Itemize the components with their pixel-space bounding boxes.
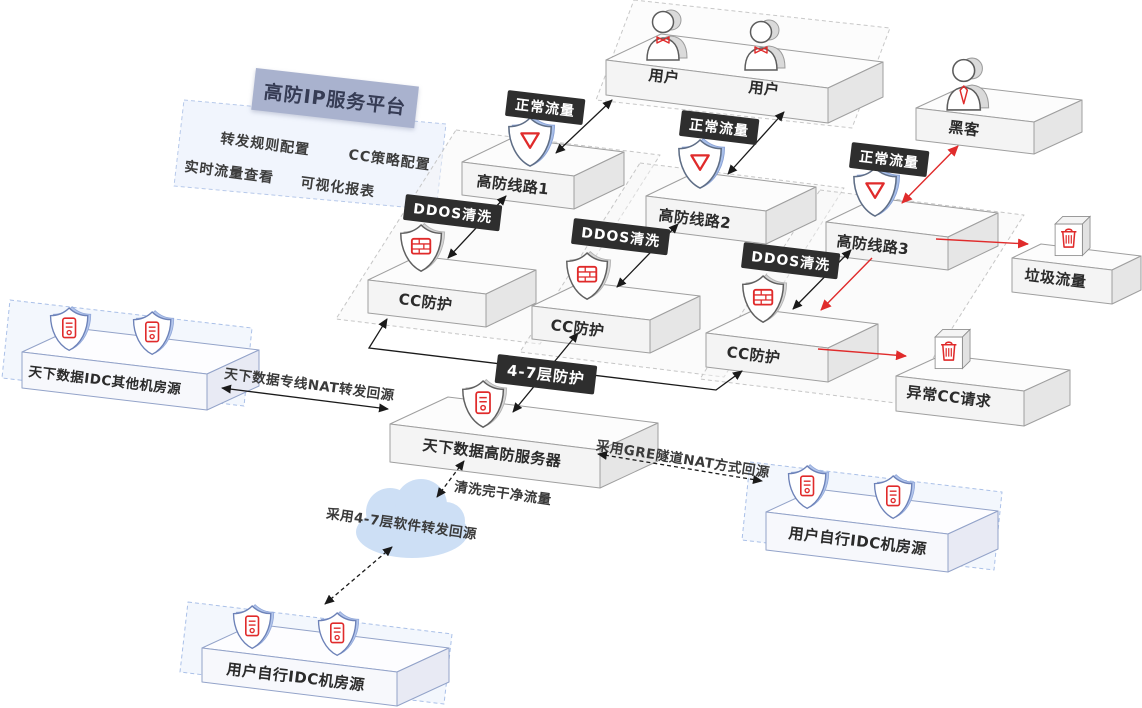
hacker-platform <box>915 85 1083 155</box>
arrow-cc3-abnormal <box>817 348 907 361</box>
arrow-users-line1 <box>555 99 613 154</box>
node-hacker-label: 黑客 <box>947 117 981 140</box>
node-users-label-a: 用户 <box>647 65 681 88</box>
arrow-idcleft-server <box>221 384 389 413</box>
trash-box-icon <box>1054 215 1091 257</box>
arrow-line3-cc3 <box>792 249 852 310</box>
arrow-line3-garbage <box>935 238 1029 249</box>
node-users-label-b: 用户 <box>747 77 781 100</box>
arrow-cloud-idcbottom <box>324 546 393 605</box>
cloud-icon <box>356 479 468 558</box>
idc-right-platform <box>765 488 999 573</box>
cc1-platform <box>367 255 537 328</box>
arrow-server-cloud <box>436 460 465 498</box>
platform-slabs <box>21 33 1142 707</box>
icons-layer <box>49 9 1091 657</box>
person-hacker-icon <box>946 57 990 111</box>
arrow-line3-cc3-red <box>820 257 873 311</box>
panel-title: 高防IP服务平台 <box>262 80 408 119</box>
trash-box-icon <box>934 328 971 370</box>
garbage-platform <box>1011 243 1142 305</box>
arrow-hacker-line3 <box>901 145 959 204</box>
